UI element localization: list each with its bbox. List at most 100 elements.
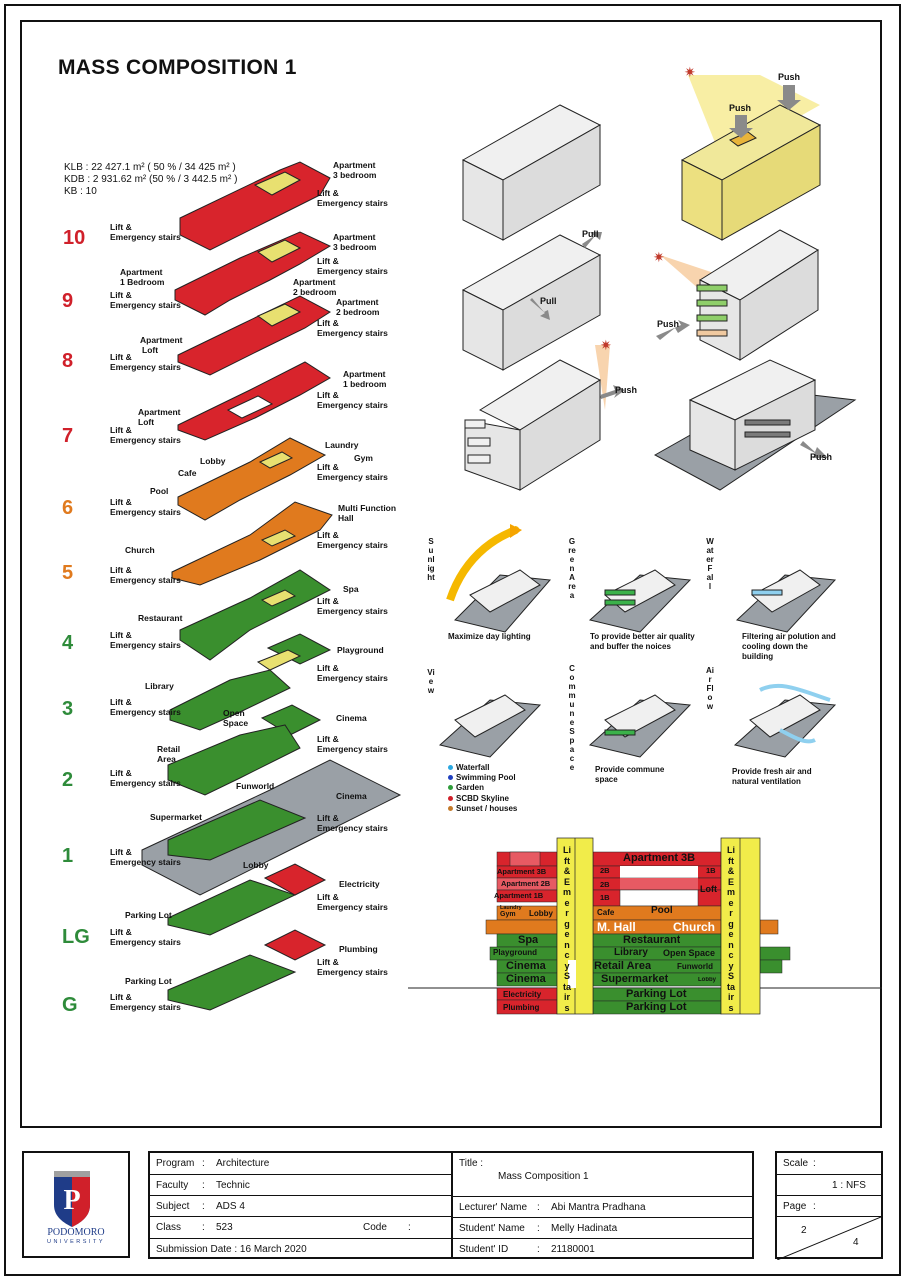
floor-plate-4 bbox=[179, 569, 331, 661]
sec-apt1bs: Apartment 1B bbox=[494, 891, 544, 900]
logo-box: P PODOMORO UNIVERSITY bbox=[22, 1151, 130, 1258]
caption-fresh-air: Provide fresh air and natural ventilatio… bbox=[732, 767, 812, 786]
sec-openspace: Open Space bbox=[663, 948, 716, 958]
row-faculty: Faculty:Technic bbox=[150, 1174, 451, 1195]
label-lift-3r: Lift &Emergency stairs bbox=[317, 663, 388, 683]
titleblock-left: Program:Architecture Faculty:Technic Sub… bbox=[148, 1151, 453, 1259]
stat-kb: KB : 10 bbox=[64, 186, 97, 197]
outer-frame bbox=[4, 4, 901, 1276]
row-title: Title :Mass Composition 1 bbox=[459, 1158, 589, 1182]
caption-air-quality: To provide better air quality and buffer… bbox=[590, 632, 695, 651]
svg-text:✷: ✷ bbox=[600, 337, 612, 353]
caption-filtering: Filtering air polution and cooling down … bbox=[742, 632, 836, 661]
label-green-area: Green Area bbox=[568, 537, 576, 600]
label-electricity: Electricity bbox=[339, 879, 380, 889]
floor-number-lg: LG bbox=[62, 926, 90, 948]
label-lift-5: Lift &Emergency stairs bbox=[110, 565, 181, 585]
label-parking-g: Parking Lot bbox=[125, 976, 172, 986]
sec-cinema: Cinema bbox=[506, 960, 546, 972]
sec-lift-core-right: Lift & Emergency Stairs bbox=[727, 845, 736, 1013]
label-cinema-2: Cinema bbox=[336, 791, 367, 801]
sec-lobby-2: Lobby bbox=[698, 977, 716, 983]
mass-step-5 bbox=[464, 359, 602, 491]
label-restaurant: Restaurant bbox=[138, 613, 183, 623]
svg-text:✷: ✷ bbox=[684, 64, 696, 80]
label-push-5: Push bbox=[810, 452, 833, 462]
sec-lift-core-left: Lift & Emergency Stairs bbox=[563, 845, 572, 1013]
floor-number-10: 10 bbox=[63, 227, 86, 249]
label-gym: Gym bbox=[354, 453, 373, 463]
mass-step-6 bbox=[653, 359, 857, 491]
label-lift-10: Lift &Emergency stairs bbox=[110, 222, 181, 242]
stat-klb: KLB : 22 427.1 m² ( 50 % / 34 425 m² ) bbox=[64, 162, 236, 173]
sec-parking: Parking Lot bbox=[626, 988, 687, 1000]
logo-name: PODOMORO bbox=[47, 1227, 105, 1238]
label-cafe: Cafe bbox=[178, 468, 197, 478]
label-push-1: Push bbox=[778, 72, 801, 82]
label-pull-1: Pull bbox=[582, 229, 599, 239]
label-lift-g: Lift &Emergency stairs bbox=[110, 992, 181, 1012]
sec-2b: 2B bbox=[600, 866, 610, 875]
sec-loft: Loft bbox=[700, 884, 717, 894]
label-cinema-3: Cinema bbox=[336, 713, 367, 723]
label-library: Library bbox=[145, 681, 174, 691]
label-lift-2: Lift &Emergency stairs bbox=[110, 768, 181, 788]
label-spa: Spa bbox=[343, 584, 359, 594]
svg-text:P: P bbox=[63, 1185, 80, 1216]
stat-kdb: KDB : 2 931.62 m² (50 % / 3 442.5 m² ) bbox=[64, 174, 238, 185]
label-sunlight: Sunlight bbox=[427, 537, 435, 582]
titleblock-mid: Title :Mass Composition 1 Lecturer' Name… bbox=[451, 1151, 754, 1259]
sec-apt3bs: Apartment 3B bbox=[497, 867, 547, 876]
sec-church: Church bbox=[673, 920, 715, 934]
sec-apt3b: Apartment 3B bbox=[623, 852, 696, 864]
mass-step-4 bbox=[696, 229, 819, 361]
mass-step-2 bbox=[680, 104, 822, 241]
sec-electricity: Electricity bbox=[503, 990, 542, 999]
label-air-flow: Air Flow bbox=[706, 666, 714, 711]
sec-plumbing: Plumbing bbox=[503, 1003, 540, 1012]
row-page-value: 2 4 bbox=[777, 1216, 881, 1260]
label-playground: Playground bbox=[337, 645, 384, 655]
label-pull-2: Pull bbox=[540, 296, 557, 306]
label-supermarket: Supermarket bbox=[150, 812, 202, 822]
floor-number-7: 7 bbox=[62, 425, 74, 447]
label-lift-2r: Lift &Emergency stairs bbox=[317, 734, 388, 754]
row-program: Program:Architecture bbox=[156, 1158, 270, 1169]
label-lobby-1: Lobby bbox=[243, 860, 269, 870]
floor-number-1: 1 bbox=[62, 845, 74, 867]
sec-laundry: Laundry bbox=[500, 905, 522, 911]
floor-number-g: G bbox=[62, 994, 78, 1016]
label-lift-gr: Lift &Emergency stairs bbox=[317, 957, 388, 977]
sec-lobby: Lobby bbox=[529, 909, 553, 918]
floor-number-9: 9 bbox=[62, 290, 74, 312]
caption-daylight: Maximize day lighting bbox=[448, 632, 531, 641]
sec-apt2bs: Apartment 2B bbox=[501, 879, 551, 888]
label-commune-space: Commune Space bbox=[568, 664, 576, 772]
floor-plate-g bbox=[167, 954, 297, 1011]
label-lift-9: Lift &Emergency stairs bbox=[110, 290, 181, 310]
label-push-2: Push bbox=[729, 103, 752, 113]
label-lift-lg: Lift &Emergency stairs bbox=[110, 927, 181, 947]
label-push-4: Push bbox=[615, 385, 638, 395]
row-submission: Submission Date : 16 March 2020 bbox=[150, 1238, 451, 1259]
label-lift-10r: Lift &Emergency stairs bbox=[317, 188, 388, 208]
label-water-fall: Water Fall bbox=[706, 537, 714, 591]
floor-plate-2 bbox=[167, 724, 301, 796]
label-pool: Pool bbox=[150, 486, 169, 496]
row-student: Student' Name:Melly Hadinata bbox=[453, 1217, 752, 1238]
floor-number-8: 8 bbox=[62, 350, 74, 372]
mass-step-3 bbox=[461, 234, 602, 371]
row-lecturer: Lecturer' Name:Abi Mantra Pradhana bbox=[453, 1196, 752, 1217]
logo-sub: UNIVERSITY bbox=[46, 1239, 105, 1245]
legend-swimming-pool: Swimming Pool bbox=[448, 773, 516, 782]
page-title: MASS COMPOSITION 1 bbox=[58, 56, 297, 79]
